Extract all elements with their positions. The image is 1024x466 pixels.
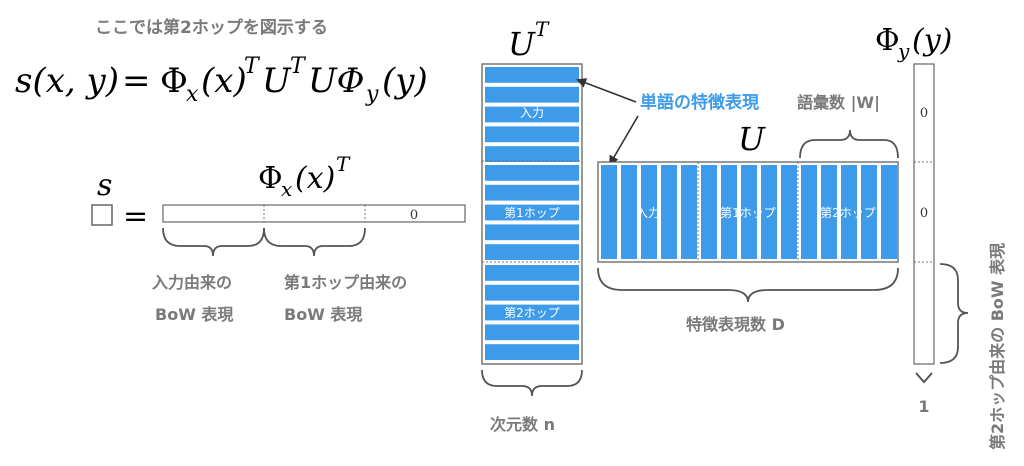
u-matrix-bar (661, 165, 677, 259)
formula-u-phi: UΦ (308, 61, 365, 101)
u-matrix-bar (841, 165, 857, 259)
phi-y-down-chevron (915, 372, 933, 384)
formula-sup-t2: T (290, 54, 307, 79)
u-transpose-bar (485, 146, 579, 162)
phi-x-vector-frame (162, 204, 466, 223)
phi-x-brace-1-label-line2: BoW 表現 (155, 305, 233, 324)
phi-y-side-label-group: 第2ホップ由来の BoW 表現 (988, 243, 1007, 450)
phi-x-brace-1-label-line1: 入力由来の (152, 273, 232, 292)
score-cell (91, 204, 113, 226)
phi-y-zero-1: 0 (920, 106, 928, 121)
score-group: s = (91, 168, 148, 234)
phi-x-label-sub: x (281, 177, 292, 201)
u-matrix-brace (597, 267, 899, 303)
phi-y-bottom-value: 1 (918, 397, 929, 416)
u-transpose-brace (481, 369, 583, 397)
u-matrix-bar (781, 165, 797, 259)
u-matrix-section-input: 入力 (636, 206, 660, 220)
u-matrix-bottom-label: 特徴表現数 D (686, 315, 785, 334)
u-matrix-bar (701, 165, 717, 259)
u-transpose-section-input: 入力 (520, 106, 544, 120)
u-matrix-section-hop1: 第1ホップ (720, 206, 776, 220)
score-equals: = (123, 199, 148, 234)
u-transpose-bar (485, 344, 579, 360)
phi-y-brace (939, 263, 969, 364)
u-transpose-bar (485, 324, 579, 341)
formula-paren-y: (y) (382, 61, 428, 101)
formula-u-transpose: U (262, 61, 292, 101)
u-matrix-bar (821, 165, 837, 259)
caption: ここでは第2ホップを図示する (95, 17, 328, 38)
u-transpose-label-main: U (508, 25, 536, 63)
u-transpose-label: U T (508, 17, 550, 63)
u-matrix-label: U (738, 120, 766, 158)
u-matrix-bars (601, 165, 897, 259)
formula-phi-x-sub: x (186, 82, 199, 107)
phi-y-vector: 0 0 (913, 63, 935, 365)
formula-paren-x: (x) (201, 61, 247, 101)
u-transpose-bar (485, 304, 579, 321)
formula-phi-x: Φ (160, 61, 188, 101)
formula-phi-y-sub: y (365, 82, 379, 107)
u-transpose-section-hop2: 第2ホップ (504, 306, 560, 320)
arrow-to-u-matrix (608, 115, 639, 166)
u-transpose-bar (485, 265, 579, 281)
u-transpose-bar (485, 67, 579, 83)
vocab-label: 語彙数 |W| (797, 93, 880, 113)
u-transpose-bar (485, 224, 579, 241)
phi-x-label-sup: T (336, 152, 351, 176)
u-matrix-bar (761, 165, 777, 259)
u-matrix: 入力 第1ホップ 第2ホップ (597, 161, 899, 263)
u-transpose-bar (485, 106, 579, 123)
u-transpose-section-hop1: 第1ホップ (504, 206, 560, 220)
phi-x-label: Φ x (x) T (258, 152, 351, 201)
phi-x-label-paren: (x) (295, 161, 335, 196)
u-matrix-bar (641, 165, 657, 259)
word-feature-label: 単語の特徴表現 (640, 92, 759, 113)
phi-y-zero-2: 0 (920, 206, 928, 221)
phi-y-label-paren: (y) (912, 23, 952, 58)
u-transpose-bar (485, 244, 579, 260)
u-transpose-label-sup: T (535, 17, 550, 41)
phi-x-brace-2-label-line2: BoW 表現 (284, 305, 362, 324)
u-transpose-bar (485, 184, 579, 201)
u-matrix-bar (881, 165, 897, 259)
u-matrix-bar (601, 165, 617, 259)
u-matrix-bar (681, 165, 697, 259)
phi-y-label-phi: Φ (875, 23, 900, 58)
phi-y-side-label: 第2ホップ由来の BoW 表現 (988, 243, 1007, 450)
vocab-brace (799, 129, 899, 159)
u-transpose-bottom-label: 次元数 n (490, 415, 555, 434)
u-transpose-bar (485, 126, 579, 143)
u-transpose-matrix: 入力 第1ホップ 第2ホップ (481, 63, 583, 365)
u-matrix-bar (861, 165, 877, 259)
phi-y-label-sub: y (897, 39, 910, 63)
u-matrix-bar (621, 165, 637, 259)
score-label: s (97, 168, 112, 203)
phi-y-label: Φ y (y) (875, 23, 952, 63)
u-transpose-bar (485, 204, 579, 221)
phi-y-vector-frame (913, 63, 935, 365)
u-matrix-section-hop2: 第2ホップ (820, 206, 876, 220)
formula-equals: = (122, 61, 151, 101)
u-transpose-bar (485, 165, 579, 181)
formula-sup-t1: T (244, 54, 261, 79)
u-matrix-bar (721, 165, 737, 259)
phi-x-brace-1 (162, 227, 265, 257)
u-transpose-bar (485, 284, 579, 301)
arrow-to-u-transpose (576, 78, 637, 103)
u-matrix-bar (801, 165, 817, 259)
u-transpose-bar (485, 86, 579, 103)
phi-x-brace-2-label-line1: 第1ホップ由来の (284, 273, 407, 292)
phi-x-brace-2 (263, 227, 366, 257)
u-transpose-bars (485, 67, 579, 360)
phi-x-label-phi: Φ (258, 161, 283, 196)
main-formula: s(x, y) = Φ x (x) T U T UΦ y (y) (15, 54, 428, 107)
phi-x-vector: 0 (162, 204, 466, 223)
phi-x-zero: 0 (410, 208, 418, 223)
formula-lhs: s(x, y) (15, 61, 119, 101)
u-matrix-bar (741, 165, 757, 259)
